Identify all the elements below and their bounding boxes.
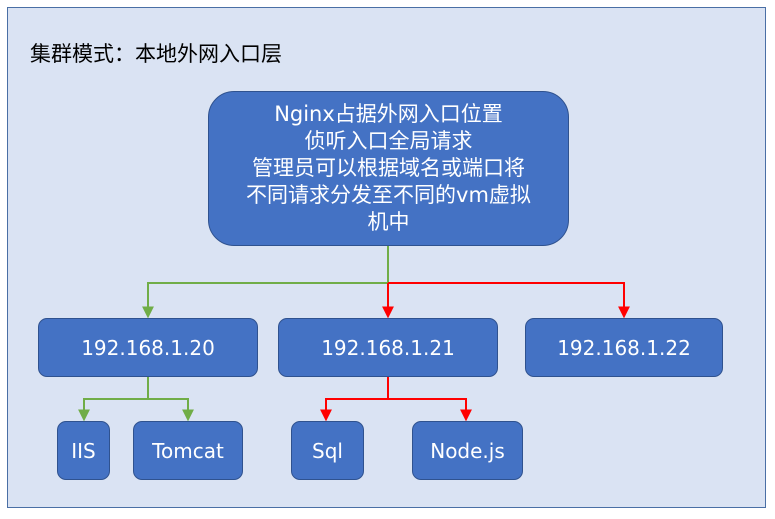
service-node-iis: IIS	[57, 421, 110, 480]
server-node-2: 192.168.1.21	[278, 318, 498, 377]
nginx-node-line: Nginx占据外网入口位置	[274, 102, 503, 126]
server-node-1: 192.168.1.20	[38, 318, 258, 377]
diagram-title: 集群模式：本地外网入口层	[30, 42, 282, 66]
nginx-node-line: 侦听入口全局请求	[304, 129, 473, 153]
service-node-nodejs: Node.js	[412, 421, 523, 480]
connector-main-to-server-3	[388, 282, 630, 319]
server-node-3: 192.168.1.22	[525, 318, 723, 377]
service-node-sql: Sql	[291, 421, 364, 480]
nginx-node-line: 管理员可以根据域名或端口将	[252, 156, 525, 180]
nginx-node-line: 不同请求分发至不同的vm虚拟	[246, 183, 531, 207]
nginx-entry-node: Nginx占据外网入口位置 侦听入口全局请求 管理员可以根据域名或端口将 不同请…	[208, 91, 569, 246]
nginx-node-line: 机中	[367, 210, 410, 234]
connector-server-1-to-iis	[78, 377, 149, 422]
connector-main-to-server-1	[142, 246, 389, 319]
service-node-tomcat: Tomcat	[133, 421, 243, 480]
connector-server-2-to-sql	[320, 377, 389, 422]
connector-server-1-to-tomcat	[148, 398, 194, 422]
connector-server-2-to-nodejs	[388, 398, 472, 422]
